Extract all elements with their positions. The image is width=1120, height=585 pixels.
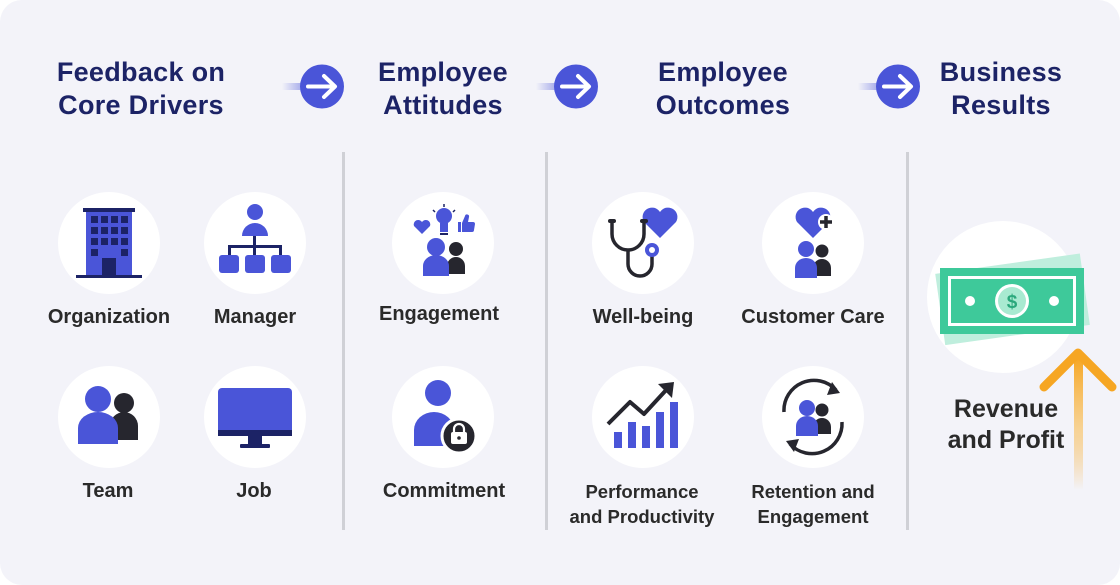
header-line: Attitudes — [383, 90, 503, 120]
arrow-right-icon — [536, 64, 598, 109]
label-line: and Productivity — [569, 506, 715, 527]
column-divider — [342, 152, 345, 530]
retention-circle — [762, 366, 864, 468]
org-chart-icon — [219, 204, 291, 273]
money-bill-icon: $ — [935, 253, 1090, 346]
retention-label: Retention and Engagement — [736, 479, 890, 529]
customer-care-label: Customer Care — [741, 306, 885, 328]
column-divider — [545, 152, 548, 530]
team-label: Team — [82, 480, 134, 502]
performance-circle — [592, 366, 694, 468]
header-line: Core Drivers — [58, 90, 224, 120]
column-divider — [906, 152, 909, 530]
monitor-icon — [218, 388, 292, 448]
header-attitudes: Employee Attitudes — [352, 56, 534, 122]
job-circle — [204, 366, 306, 468]
engagement-icon — [413, 204, 475, 276]
label-line: Revenue — [953, 395, 1059, 423]
manager-circle — [204, 192, 306, 294]
commitment-label: Commitment — [382, 480, 506, 502]
header-line: Business — [939, 57, 1063, 87]
heart-people-icon — [795, 207, 834, 278]
team-icon — [78, 386, 138, 444]
label-line: Engagement — [757, 506, 869, 527]
header-outcomes: Employee Outcomes — [628, 56, 818, 122]
arrow-right-icon — [282, 64, 344, 109]
wellbeing-circle — [592, 192, 694, 294]
job-label: Job — [236, 480, 272, 502]
wellbeing-label: Well-being — [592, 306, 694, 328]
stethoscope-heart-icon — [608, 207, 678, 278]
dollar-sign: $ — [1007, 292, 1018, 313]
customer-care-circle — [762, 192, 864, 294]
header-line: Feedback on — [56, 57, 226, 87]
lock-person-icon — [414, 380, 478, 455]
up-arrow-icon — [1039, 348, 1117, 490]
team-circle — [58, 366, 160, 468]
retention-cycle-icon — [782, 378, 844, 456]
commitment-circle — [392, 366, 494, 468]
organization-label: Organization — [47, 306, 171, 328]
header-line: Employee — [378, 57, 508, 87]
header-results: Business Results — [920, 56, 1082, 122]
label-line: and Profit — [947, 426, 1065, 454]
manager-label: Manager — [213, 306, 297, 328]
label-line: Retention and — [751, 481, 875, 502]
revenue-label: Revenue and Profit — [926, 394, 1086, 456]
organization-circle — [58, 192, 160, 294]
header-line: Employee — [658, 57, 788, 87]
engagement-circle — [392, 192, 494, 294]
performance-label: Performance and Productivity — [556, 479, 728, 529]
engagement-label: Engagement — [378, 303, 500, 325]
building-icon — [76, 208, 142, 278]
label-line: Performance — [585, 481, 699, 502]
growth-chart-icon — [606, 382, 678, 448]
arrow-right-icon — [858, 64, 920, 109]
header-core-drivers: Feedback on Core Drivers — [30, 56, 252, 122]
header-line: Outcomes — [655, 90, 791, 120]
header-line: Results — [951, 90, 1051, 120]
